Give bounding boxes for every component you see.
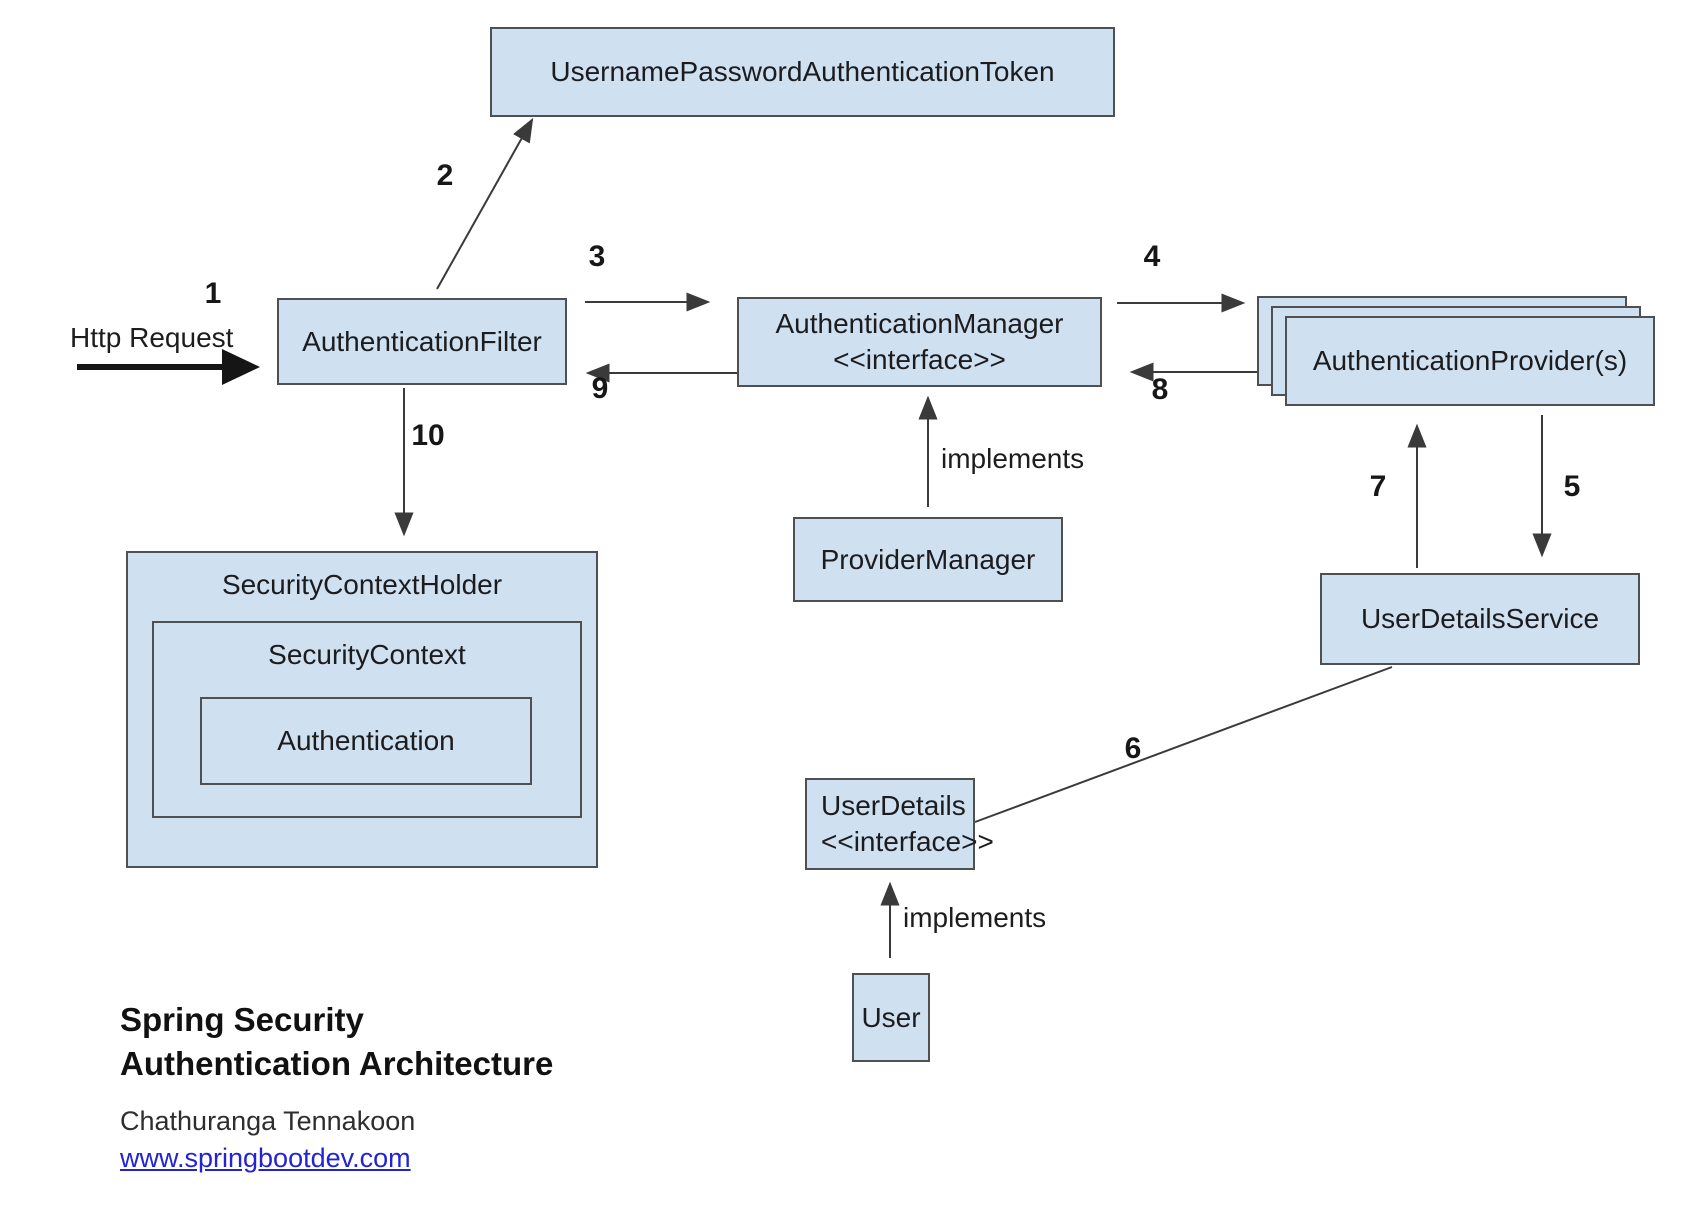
implements-label-bottom: implements: [903, 902, 1047, 933]
authentication-label: Authentication: [277, 725, 455, 756]
token-box: UsernamePasswordAuthenticationToken: [490, 27, 1115, 117]
http-request-label: Http Request: [70, 322, 234, 353]
authentication-manager-stereotype: <<interface>>: [833, 344, 1006, 375]
user-details-stereotype: <<interface>>: [821, 826, 994, 857]
user-details-service-box: UserDetailsService: [1320, 573, 1640, 665]
authentication-manager-box: AuthenticationManager <<interface>>: [737, 297, 1102, 387]
step-2-label: 2: [436, 159, 454, 192]
authentication-provider-box: AuthenticationProvider(s): [1285, 316, 1655, 406]
user-details-label: UserDetails: [821, 789, 966, 821]
authentication-filter-box: AuthenticationFilter: [277, 298, 567, 385]
provider-manager-box: ProviderManager: [793, 517, 1063, 602]
authentication-manager-label: AuthenticationManager: [775, 307, 1064, 339]
arrow-1-head: [222, 349, 260, 385]
step-9-label: 9: [591, 372, 609, 405]
user-details-box: UserDetails <<interface>>: [805, 778, 994, 870]
security-context-label: SecurityContext: [268, 639, 466, 670]
authentication-filter-label: AuthenticationFilter: [302, 325, 542, 357]
arrow-2-to-token: [436, 117, 534, 290]
step-3-label: 3: [588, 240, 606, 273]
footer-website-link[interactable]: www.springbootdev.com: [120, 1143, 411, 1173]
authentication-provider-label: AuthenticationProvider(s): [1312, 345, 1628, 376]
provider-manager-label: ProviderManager: [820, 543, 1036, 575]
user-label: User: [861, 1001, 921, 1033]
line-6-user-details: [974, 666, 1393, 823]
footer-title-line2: Authentication Architecture: [120, 1044, 554, 1082]
security-context-holder-label: SecurityContextHolder: [221, 569, 503, 600]
step-4-label: 4: [1143, 240, 1161, 273]
step-6-label: 6: [1124, 732, 1142, 765]
step-5-label: 5: [1563, 470, 1581, 503]
step-1-label: 1: [204, 277, 222, 310]
implements-label-top: implements: [941, 443, 1085, 474]
step-10-label: 10: [411, 419, 445, 452]
step-8-label: 8: [1151, 373, 1169, 406]
authentication-box: Authentication: [200, 697, 532, 785]
footer-title: Spring Security Authentication Architect…: [120, 998, 553, 1085]
user-details-service-label: UserDetailsService: [1360, 603, 1600, 634]
footer-author: Chathuranga Tennakoon: [120, 1106, 416, 1136]
step-7-label: 7: [1369, 470, 1387, 503]
token-label: UsernamePasswordAuthenticationToken: [550, 56, 1055, 87]
footer-title-line1: Spring Security: [120, 1001, 364, 1038]
user-box: User: [852, 973, 930, 1062]
